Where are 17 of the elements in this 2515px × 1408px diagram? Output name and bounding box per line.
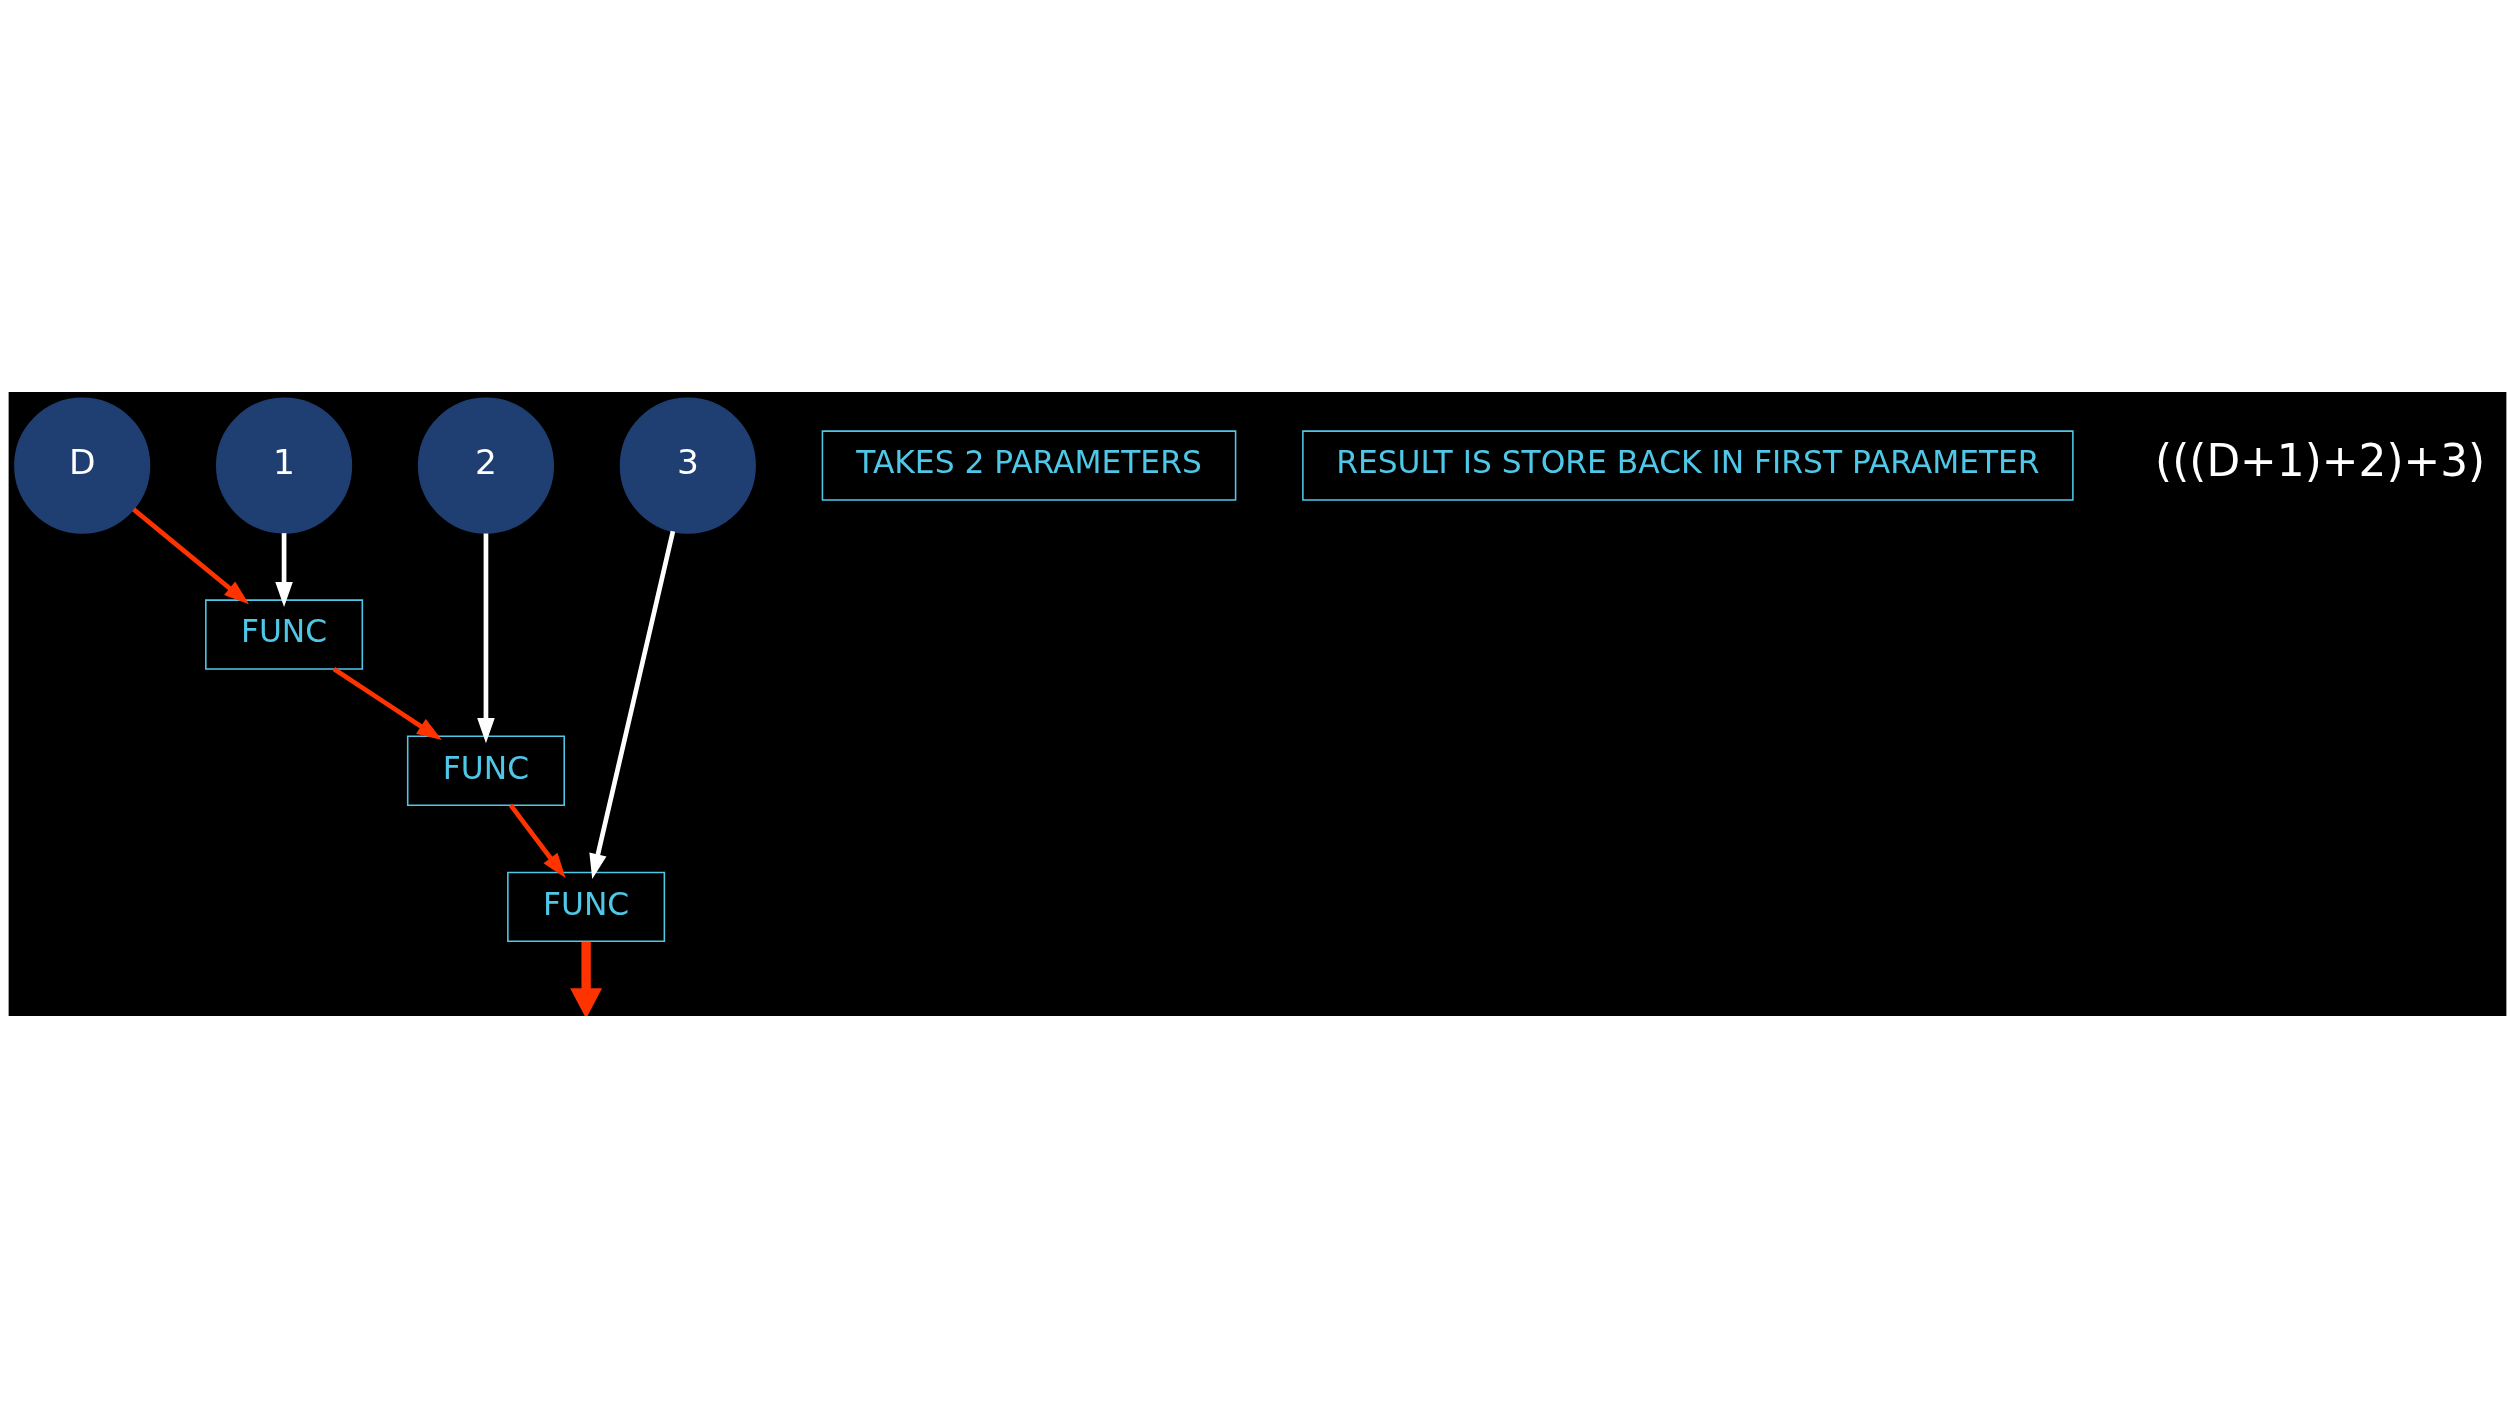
arrow xyxy=(570,941,603,1016)
label: (((D+1)+2)+3) xyxy=(2155,435,2486,487)
arrow xyxy=(332,667,442,741)
node-box: FUNC xyxy=(205,599,364,670)
node-box: RESULT IS STORE BACK IN FIRST PARAMETER xyxy=(1302,430,2074,501)
arrow xyxy=(589,530,676,879)
arrow xyxy=(477,533,495,744)
node-circle: 1 xyxy=(216,397,353,534)
arrow xyxy=(132,507,250,605)
node-box: FUNC xyxy=(507,871,666,943)
node-circle: 3 xyxy=(619,397,756,534)
node-circle: D xyxy=(14,397,151,534)
node-box: FUNC xyxy=(406,735,565,806)
node-box: TAKES 2 PARAMETERS xyxy=(821,430,1237,501)
arrow xyxy=(275,533,293,608)
arrow xyxy=(508,803,566,879)
node-circle: 2 xyxy=(417,397,555,534)
